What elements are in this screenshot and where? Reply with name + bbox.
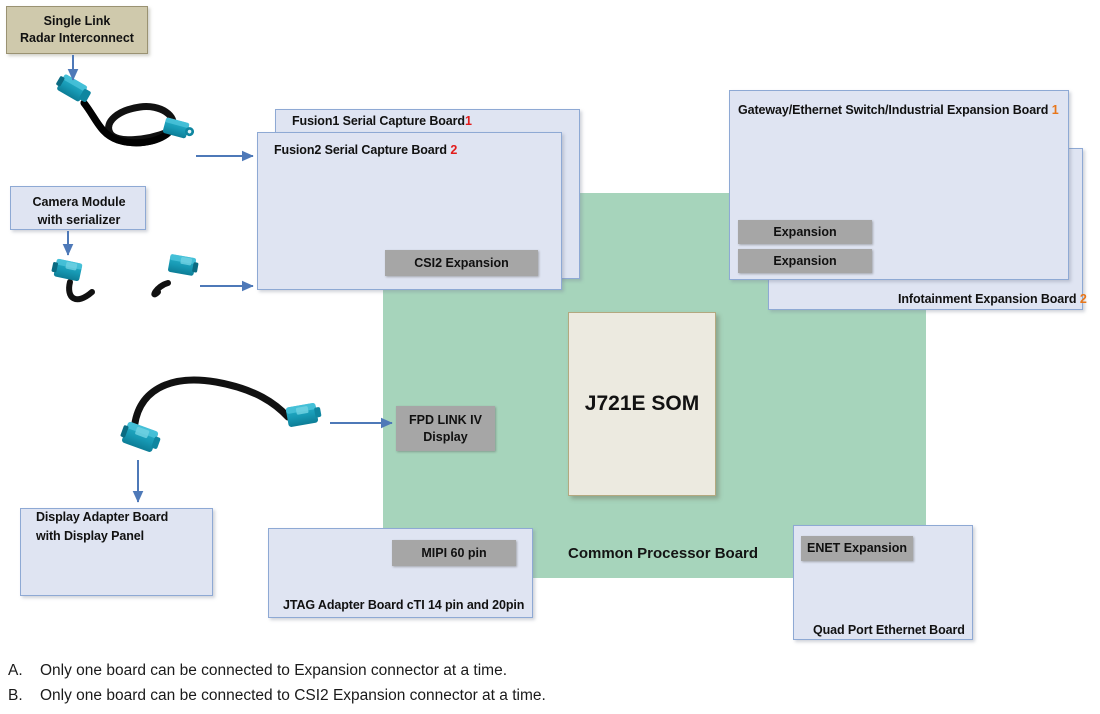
camera-module[interactable]: Camera Module with serializer [10, 186, 146, 230]
camera-line2: with serializer [37, 213, 121, 228]
fakra-connector-display-b [285, 402, 322, 427]
fpd-line2: Display [423, 429, 468, 444]
jtag-adapter-board-label: JTAG Adapter Board cTI 14 pin and 20pin [283, 598, 525, 612]
expansion-top-label: Expansion [773, 224, 837, 239]
radar-line1: Single Link [43, 14, 111, 29]
infotainment-marker: 2 [1079, 292, 1087, 306]
fusion1-marker: 1 [464, 114, 472, 128]
infotainment-label-text: Infotainment Expansion Board [898, 292, 1077, 306]
fpd-line1: FPD LINK IV [409, 413, 482, 428]
display-cable [130, 376, 292, 436]
csi2-expansion-label: CSI2 Expansion [414, 255, 509, 270]
expansion-bottom-label: Expansion [773, 253, 837, 268]
fusion2-board-label: Fusion2 Serial Capture Board 2 [274, 143, 457, 157]
fakra-connector-camera-a [51, 258, 83, 282]
fusion2-marker: 2 [450, 143, 458, 157]
enet-expansion-label: ENET Expansion [806, 541, 908, 556]
footnote-a: A. Only one board can be connected to Ex… [8, 658, 908, 683]
gateway-marker: 1 [1051, 103, 1059, 117]
radar-cable [80, 99, 177, 147]
csi2-expansion-connector[interactable]: CSI2 Expansion [385, 250, 538, 276]
mipi-60pin-label: MIPI 60 pin [421, 545, 487, 560]
footnote-b-text: Only one board can be connected to CSI2 … [40, 687, 546, 705]
fusion1-board-label: Fusion1 Serial Capture Board1 [292, 114, 472, 128]
gateway-board-label: Gateway/Ethernet Switch/Industrial Expan… [738, 103, 1059, 117]
camera-line1: Camera Module [32, 195, 126, 209]
camera-module-label: Camera Module with serializer [11, 193, 147, 229]
common-processor-board-label: Common Processor Board [568, 545, 759, 562]
display-adapter-board[interactable] [20, 508, 213, 596]
infotainment-board-label: Infotainment Expansion Board 2 [898, 292, 1087, 306]
fusion1-label-text: Fusion1 Serial Capture Board [292, 114, 465, 128]
fusion2-label-text: Fusion2 Serial Capture Board [274, 143, 447, 157]
camera-cable-left [66, 279, 95, 303]
fakra-connector-display-a [120, 421, 161, 452]
gateway-label-text: Gateway/Ethernet Switch/Industrial Expan… [738, 103, 1049, 117]
footnote-a-text: Only one board can be connected to Expan… [40, 662, 508, 679]
display-adapter-board-label: Display Adapter Board with Display Panel [36, 508, 168, 547]
expansion-connector-top[interactable]: Expansion [738, 220, 872, 244]
fakra-connector-radar-b [162, 117, 195, 139]
enet-expansion-connector[interactable]: ENET Expansion [801, 536, 913, 561]
footnote-a-key: A. [8, 662, 23, 679]
expansion-connector-bottom[interactable]: Expansion [738, 249, 872, 273]
radar-line2: Radar Interconnect [20, 31, 134, 45]
display-adapter-line1: Display Adapter Board [36, 510, 169, 524]
footnote-b: B. Only one board can be connected to CS… [8, 683, 908, 708]
gateway-ethernet-industrial-expansion-board[interactable] [729, 90, 1069, 280]
footnote-b-key: B. [8, 687, 23, 705]
som-label: J721E SOM [584, 392, 700, 415]
display-adapter-line2: with Display Panel [36, 529, 144, 544]
fakra-connector-camera-b [168, 254, 199, 276]
footnotes: A. Only one board can be connected to Ex… [8, 658, 908, 708]
camera-cable-right [151, 280, 171, 298]
j721e-som[interactable]: J721E SOM [568, 312, 716, 496]
fakra-connector-radar-a [56, 74, 91, 102]
mipi-60pin-connector[interactable]: MIPI 60 pin [392, 540, 516, 566]
quad-port-ethernet-board-label: Quad Port Ethernet Board [813, 623, 965, 637]
